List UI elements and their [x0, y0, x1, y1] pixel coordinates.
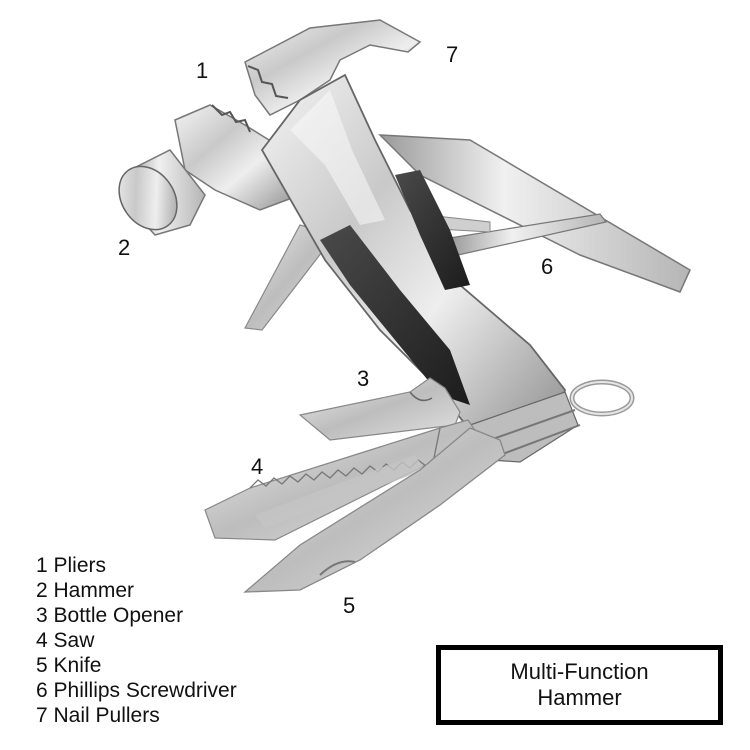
callout-pliers: 1: [196, 58, 209, 83]
nail-puller-claw: [244, 19, 422, 116]
callout-hammer: 2: [118, 235, 131, 260]
legend-item-bottle-opener: 3 Bottle Opener: [36, 604, 184, 627]
legend-item-hammer: 2 Hammer: [36, 579, 135, 602]
bottle-opener: [298, 377, 461, 441]
keyring: [569, 379, 635, 417]
legend-item-saw: 4 Saw: [36, 629, 95, 652]
title-box: Multi-Function Hammer: [436, 645, 723, 725]
callout-knife: 5: [343, 593, 356, 618]
callout-saw: 4: [251, 454, 264, 479]
legend-item-nail-pullers: 7 Nail Pullers: [36, 704, 160, 727]
product-title: Multi-Function Hammer: [510, 659, 648, 711]
tool-body: [260, 73, 581, 463]
callout-phillips-screwdriver: 6: [541, 254, 554, 279]
legend-item-phillips-screwdriver: 6 Phillips Screwdriver: [36, 679, 237, 702]
callout-bottle-opener: 3: [357, 366, 370, 391]
legend-list: 1 Pliers 2 Hammer 3 Bottle Opener 4 Saw …: [36, 553, 237, 728]
legend-item-pliers: 1 Pliers: [36, 554, 107, 577]
product-title-line-1: Multi-Function: [510, 659, 649, 684]
hammer-head: [118, 104, 301, 236]
callout-nail-pullers: 7: [446, 42, 459, 67]
product-title-line-2: Hammer: [537, 685, 622, 710]
legend-item-knife: 5 Knife: [36, 654, 102, 677]
knife-blade: [243, 427, 506, 593]
